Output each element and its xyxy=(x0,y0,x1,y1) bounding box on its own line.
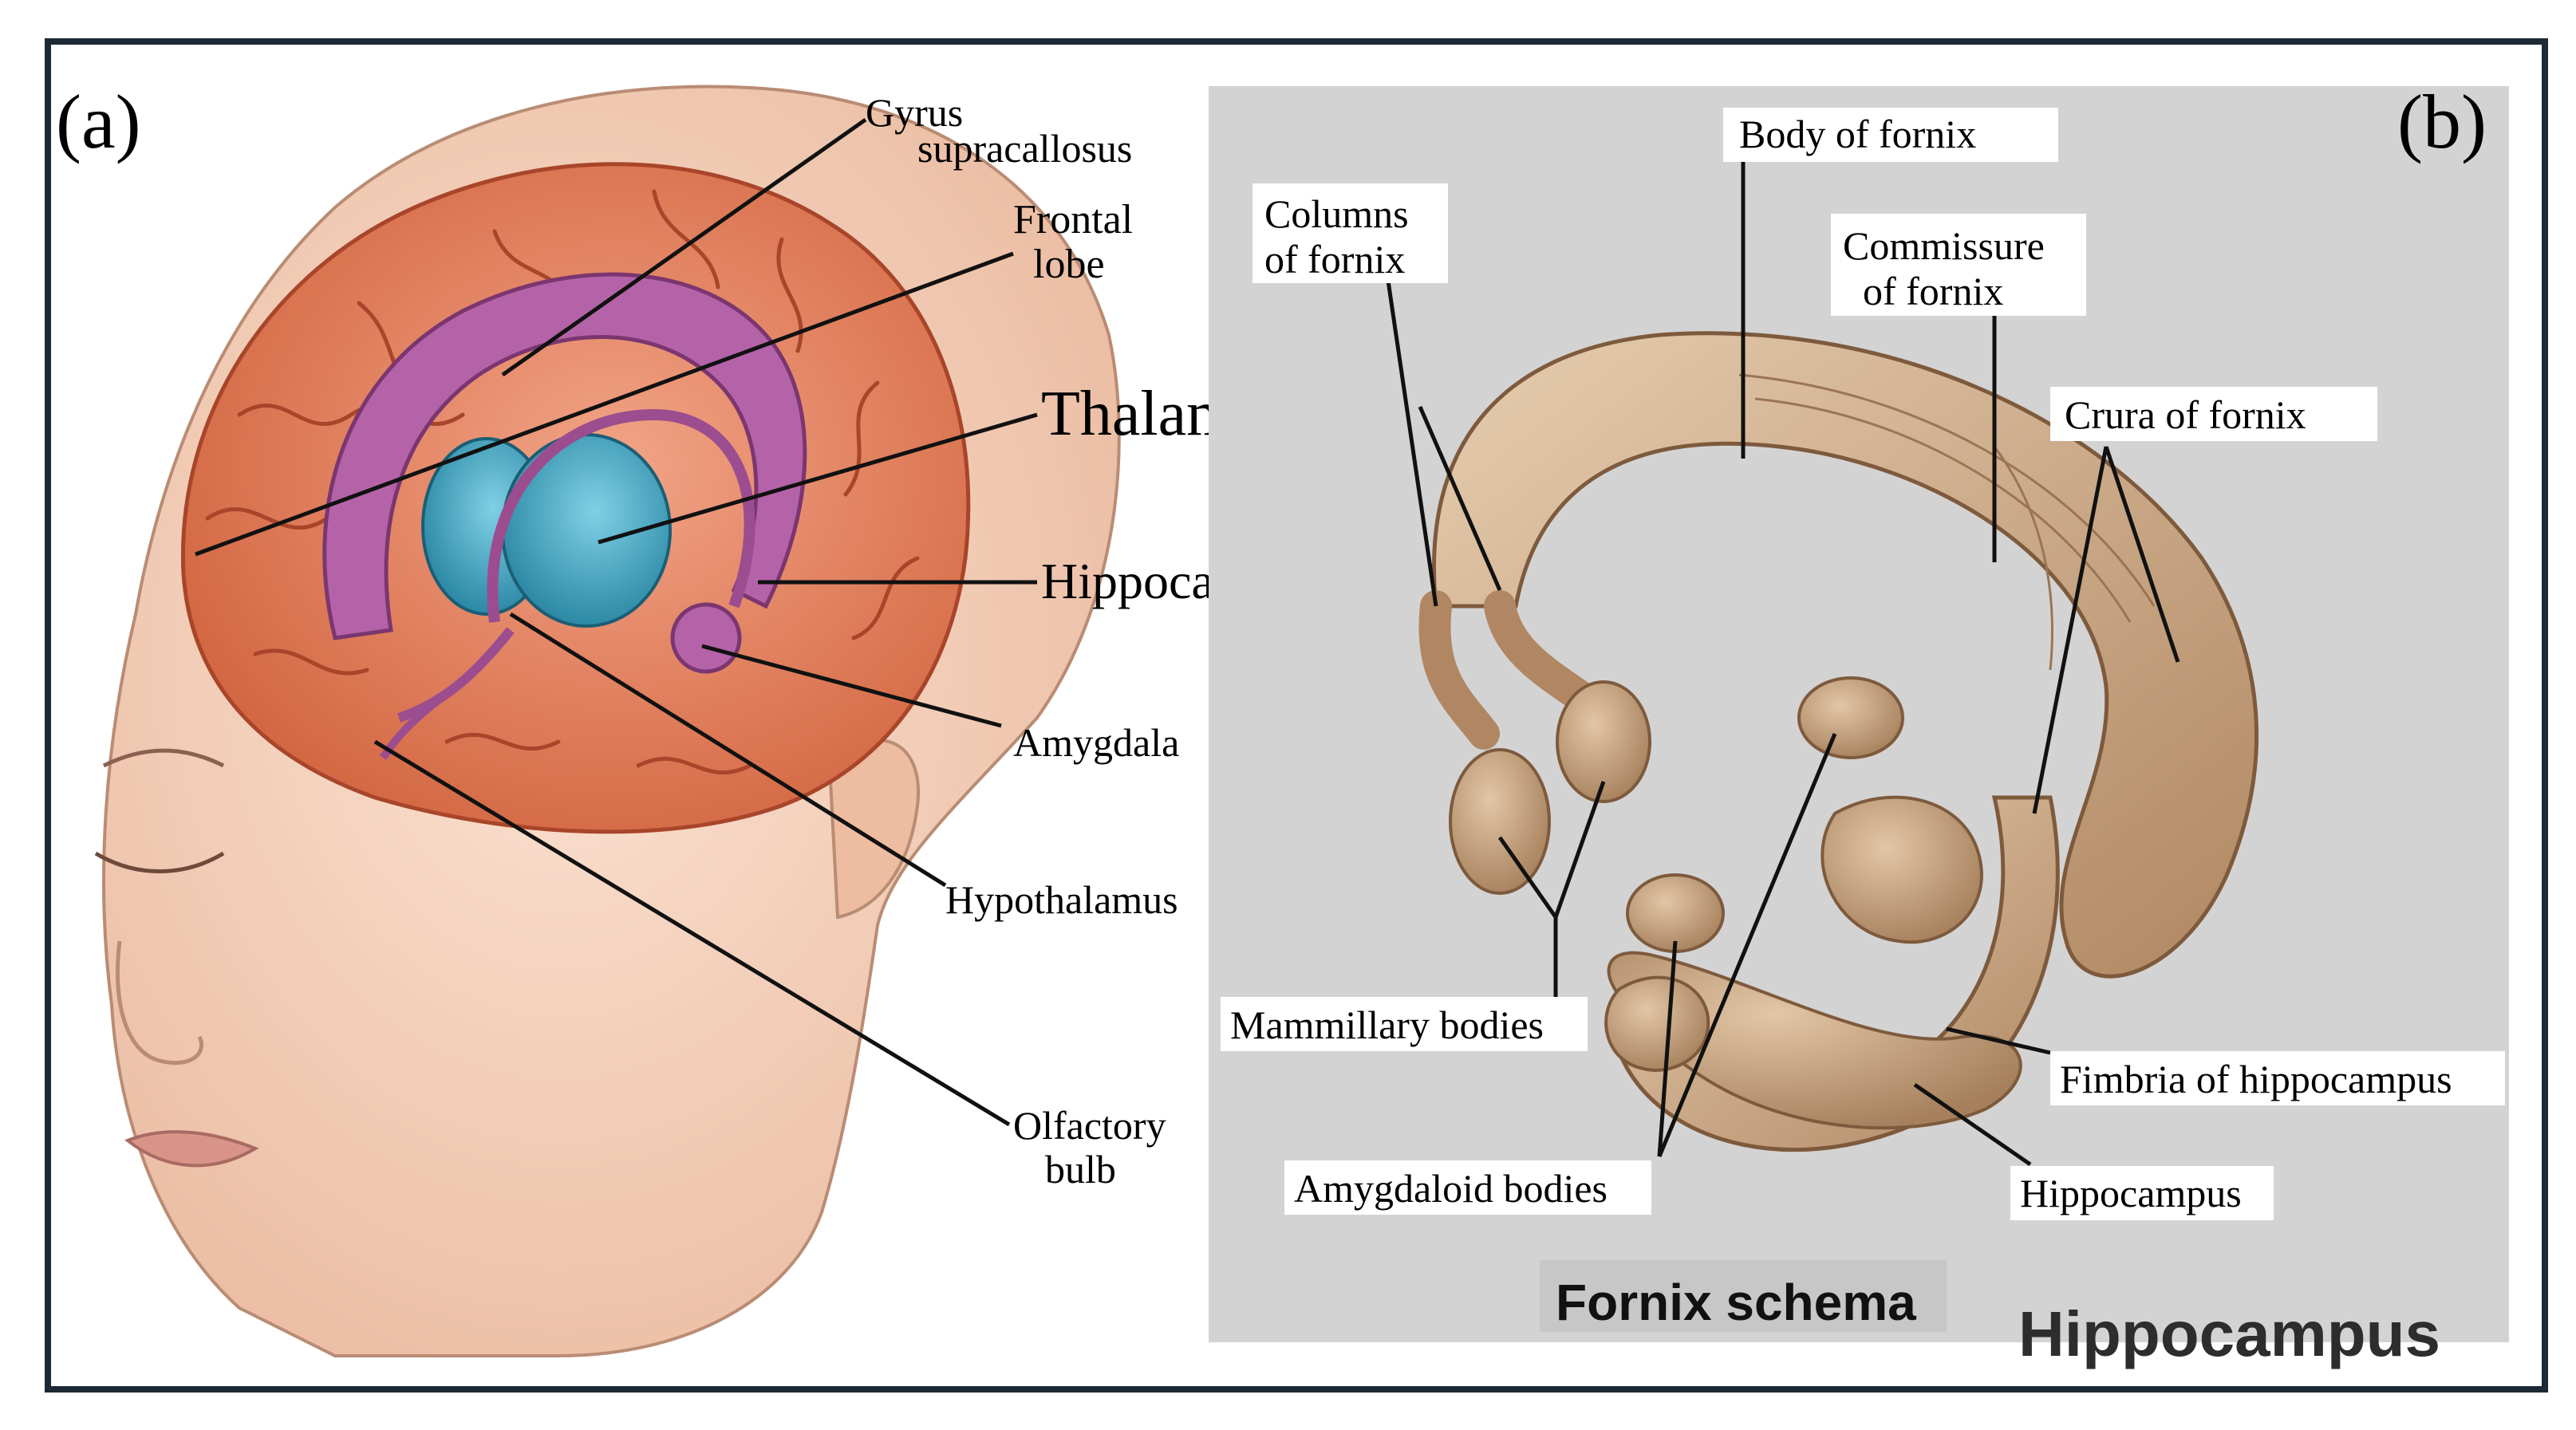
label-frontal-line1: Frontal xyxy=(1013,197,1133,242)
panel-b-illustration xyxy=(1418,331,2259,1152)
schema-title: Fornix schema xyxy=(1556,1274,1916,1331)
label-columns-line1: Columns xyxy=(1264,191,1409,236)
label-gyrus-line1: Gyrus xyxy=(866,90,963,135)
label-mammillary-bodies: Mammillary bodies xyxy=(1230,1003,1544,1047)
label-box-body xyxy=(1723,108,2058,162)
amygdaloid-body-large xyxy=(1821,795,1983,944)
label-box-fimbria xyxy=(2050,1051,2505,1105)
fornix-column-left xyxy=(1418,590,1500,750)
panel-a-leaders xyxy=(195,117,1038,1127)
label-box-crura xyxy=(2050,387,2377,441)
panel-a-tag: (a) xyxy=(56,79,141,164)
label-box-columns xyxy=(1252,183,1448,283)
hypothalamus-shape xyxy=(397,627,515,723)
amygdaloid-body-small xyxy=(1626,873,1725,953)
panel-a-illustration xyxy=(94,85,1121,1357)
label-box-mammillary xyxy=(1221,997,1588,1051)
schema-title-box xyxy=(1540,1260,1947,1332)
mammillary-body-right xyxy=(1556,680,1651,803)
limbic-arc xyxy=(322,272,807,640)
fornix-striations xyxy=(1738,373,2156,671)
label-box-amygdaloid xyxy=(1284,1160,1651,1215)
mammillary-body-left xyxy=(1449,748,1551,895)
label-amygdaloid-bodies: Amygdaloid bodies xyxy=(1294,1166,1608,1211)
amygdaloid-body-top xyxy=(1797,676,1904,759)
label-olfactory-line1: Olfactory xyxy=(1013,1103,1166,1148)
label-columns-line2: of fornix xyxy=(1264,237,1405,282)
panel-b-leaders xyxy=(1386,160,2180,1167)
amygdala-shape xyxy=(670,602,742,674)
label-hypothalamus: Hypothalamus xyxy=(945,877,1178,922)
eyebrow xyxy=(102,748,225,768)
label-crura-of-fornix: Crura of fornix xyxy=(2065,392,2306,437)
label-commissure-line1: Commissure xyxy=(1843,223,2045,268)
corner-title: Hippocampus xyxy=(2018,1298,2440,1369)
panel-b-tag: (b) xyxy=(2397,79,2487,164)
label-box-hippocampus-b xyxy=(2010,1166,2274,1220)
label-commissure-line2: of fornix xyxy=(1863,269,2003,313)
label-box-commissure xyxy=(1831,214,2086,316)
label-gyrus-line2: supracallosus xyxy=(917,126,1132,171)
label-body-of-fornix: Body of fornix xyxy=(1739,112,1976,156)
label-olfactory-line2: bulb xyxy=(1045,1147,1116,1192)
label-amygdala: Amygdala xyxy=(1013,720,1179,765)
label-frontal-line2: lobe xyxy=(1033,242,1105,287)
label-fimbria: Fimbria of hippocampus xyxy=(2060,1057,2452,1101)
amygdaloid-body-low xyxy=(1604,975,1710,1072)
limbic-fornix xyxy=(487,408,755,623)
panel-a-labels: (a) Gyrus supracallosus Frontal lobe Tha… xyxy=(56,79,1325,1192)
nose xyxy=(116,940,203,1066)
label-hippocampus-b: Hippocampus xyxy=(2020,1171,2242,1215)
panel-b-labels: Columns of fornix Body of fornix Commiss… xyxy=(1221,79,2505,1369)
lips xyxy=(124,1130,259,1168)
closed-eye xyxy=(94,851,225,873)
